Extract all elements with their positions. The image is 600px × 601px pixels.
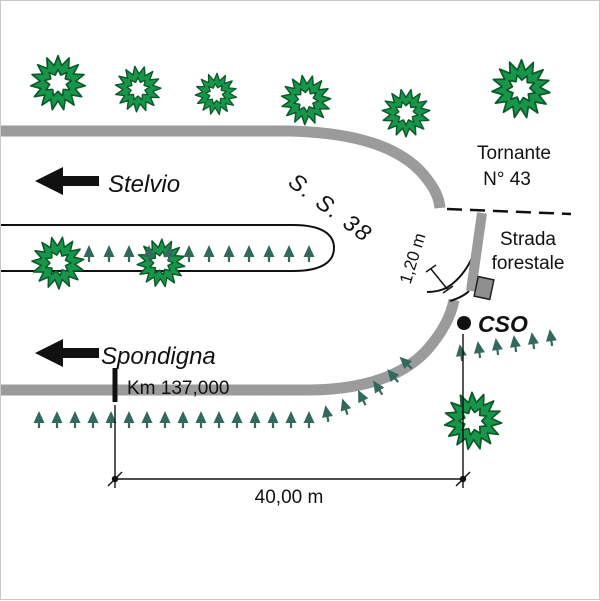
bush-icon — [31, 236, 85, 290]
vegetation-layer — [29, 54, 559, 451]
tree-icon — [471, 339, 487, 360]
tree-icon — [248, 409, 262, 430]
tree-icon — [176, 409, 190, 430]
label-road-name: S. S. 38 — [284, 168, 378, 248]
dimension-width — [425, 264, 454, 294]
tree-icon — [182, 243, 196, 264]
label-strada-2: forestale — [492, 253, 565, 274]
tree-icon — [262, 243, 276, 264]
tree-icon — [102, 243, 116, 264]
tree-icon — [202, 243, 216, 264]
main-road-upper — [1, 125, 446, 209]
tree-icon — [222, 243, 236, 264]
bush-icon — [280, 74, 332, 126]
tree-icon — [453, 342, 469, 363]
median-edge-line — [1, 224, 336, 272]
bush-icon — [443, 391, 503, 451]
label-dim-length: 40,00 m — [255, 487, 324, 508]
tree-icon — [242, 243, 256, 264]
tree-icon — [68, 409, 82, 430]
tree-icon — [525, 330, 541, 351]
tree-icon — [284, 409, 298, 430]
tree-icon — [543, 327, 559, 348]
tree-icon — [32, 409, 46, 430]
tree-icon — [507, 333, 523, 354]
tree-icon — [266, 409, 280, 430]
bush-icon — [194, 72, 238, 116]
tree-icon — [230, 409, 244, 430]
junction-edge — [449, 290, 470, 302]
label-spondigna: Spondigna — [101, 343, 216, 370]
bush-icon — [491, 58, 551, 119]
label-km: Km 137,000 — [127, 378, 229, 399]
label-strada-1: Strada — [500, 229, 556, 250]
tree-icon — [158, 409, 172, 430]
tree-icon — [140, 409, 154, 430]
dimension-length — [107, 334, 471, 488]
forest-road — [466, 212, 487, 292]
tree-icon — [82, 243, 96, 264]
tree-icon — [302, 243, 316, 264]
cso-point — [457, 316, 471, 330]
label-tornante-2: N° 43 — [483, 169, 531, 190]
tree-icon — [194, 409, 208, 430]
hairpin-dashed-road — [446, 207, 572, 216]
bush-icon — [381, 88, 431, 138]
tree-icon — [86, 409, 100, 430]
tree-icon — [50, 409, 64, 430]
bush-icon — [114, 65, 162, 113]
tree-icon — [335, 395, 354, 418]
bush-icon — [29, 54, 87, 111]
label-dim-width: 1,20 m — [396, 231, 429, 286]
tree-icon — [318, 403, 335, 424]
tree-icon — [302, 409, 316, 430]
label-cso: CSO — [478, 311, 528, 337]
tree-icon — [122, 243, 136, 264]
arrow-left-stelvio — [35, 167, 99, 195]
tree-icon — [489, 336, 505, 357]
label-stelvio: Stelvio — [108, 171, 180, 198]
tree-icon — [212, 409, 226, 430]
label-tornante-1: Tornante — [477, 143, 551, 164]
arrow-left-spondigna — [35, 339, 99, 367]
tree-icon — [122, 409, 136, 430]
bush-icon — [136, 238, 186, 288]
tree-icon — [282, 243, 296, 264]
gate-icon — [473, 275, 495, 301]
main-road-lower — [1, 298, 460, 396]
